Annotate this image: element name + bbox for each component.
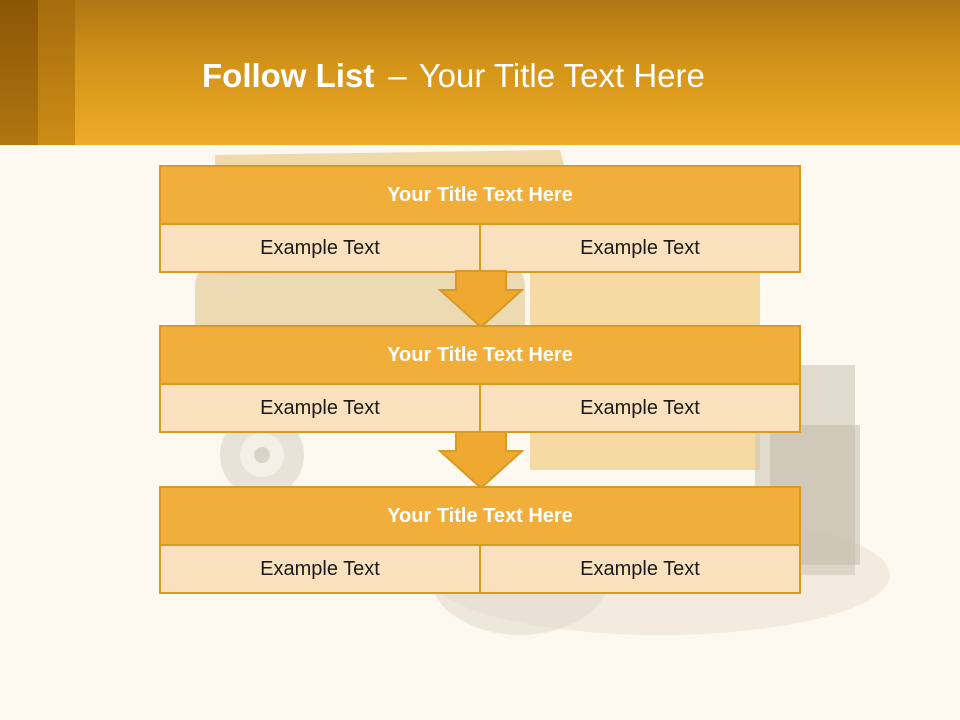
header-stripe-dark — [0, 0, 38, 145]
list-block-2: Your Title Text Here Example Text Exampl… — [159, 325, 801, 433]
list-block-cell: Example Text — [161, 546, 479, 592]
list-block-title: Your Title Text Here — [161, 488, 799, 546]
list-block-cell: Example Text — [479, 385, 799, 431]
list-block-cell: Example Text — [161, 225, 479, 271]
down-arrow-icon — [438, 270, 524, 328]
slide-title-separator: – — [388, 57, 407, 94]
list-block-title: Your Title Text Here — [161, 327, 799, 385]
list-block-cell: Example Text — [479, 546, 799, 592]
slide-title-bold: Follow List — [202, 57, 375, 94]
list-block-row: Example Text Example Text — [161, 225, 799, 271]
slide-title: Follow List–Your Title Text Here — [202, 56, 705, 100]
list-block-1: Your Title Text Here Example Text Exampl… — [159, 165, 801, 273]
list-block-row: Example Text Example Text — [161, 546, 799, 592]
header-stripe-medium — [38, 0, 75, 145]
list-block-cell: Example Text — [479, 225, 799, 271]
list-block-3: Your Title Text Here Example Text Exampl… — [159, 486, 801, 594]
list-block-title: Your Title Text Here — [161, 167, 799, 225]
slide-title-rest: Your Title Text Here — [418, 57, 705, 94]
list-block-row: Example Text Example Text — [161, 385, 799, 431]
header-bar: Follow List–Your Title Text Here — [0, 0, 960, 145]
down-arrow-icon — [438, 431, 524, 489]
list-block-cell: Example Text — [161, 385, 479, 431]
